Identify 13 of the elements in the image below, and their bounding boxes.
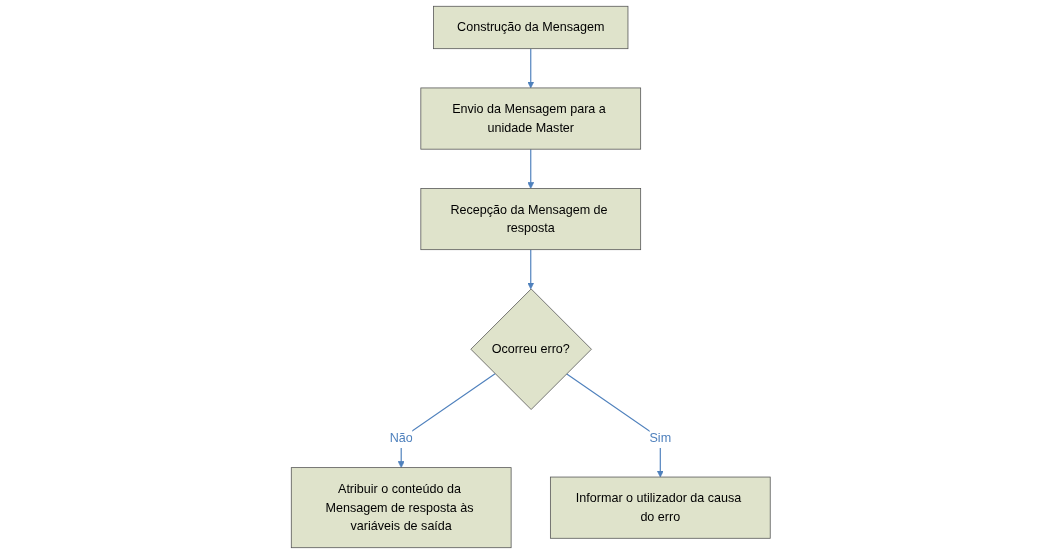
node-box: Envio da Mensagem para a unidade Master: [420, 87, 642, 150]
node-box: Informar o utilizador da causa do erro: [550, 476, 771, 539]
arrow: [527, 48, 535, 89]
node-box: Recepção da Mensagem de resposta: [420, 188, 642, 251]
edge-label: Não: [389, 431, 413, 445]
arrow: [527, 148, 535, 189]
edge-label: Sim: [649, 431, 672, 445]
node-diamond: Ocorreu erro?: [470, 288, 593, 410]
node-box: Atribuir o conteúdo da Mensagem de resposta às variáveis de saída: [291, 467, 512, 549]
node-box: Construção da Mensagem: [433, 5, 629, 50]
arrow: [398, 373, 496, 468]
arrow: [527, 249, 535, 290]
arrow: [566, 373, 664, 478]
